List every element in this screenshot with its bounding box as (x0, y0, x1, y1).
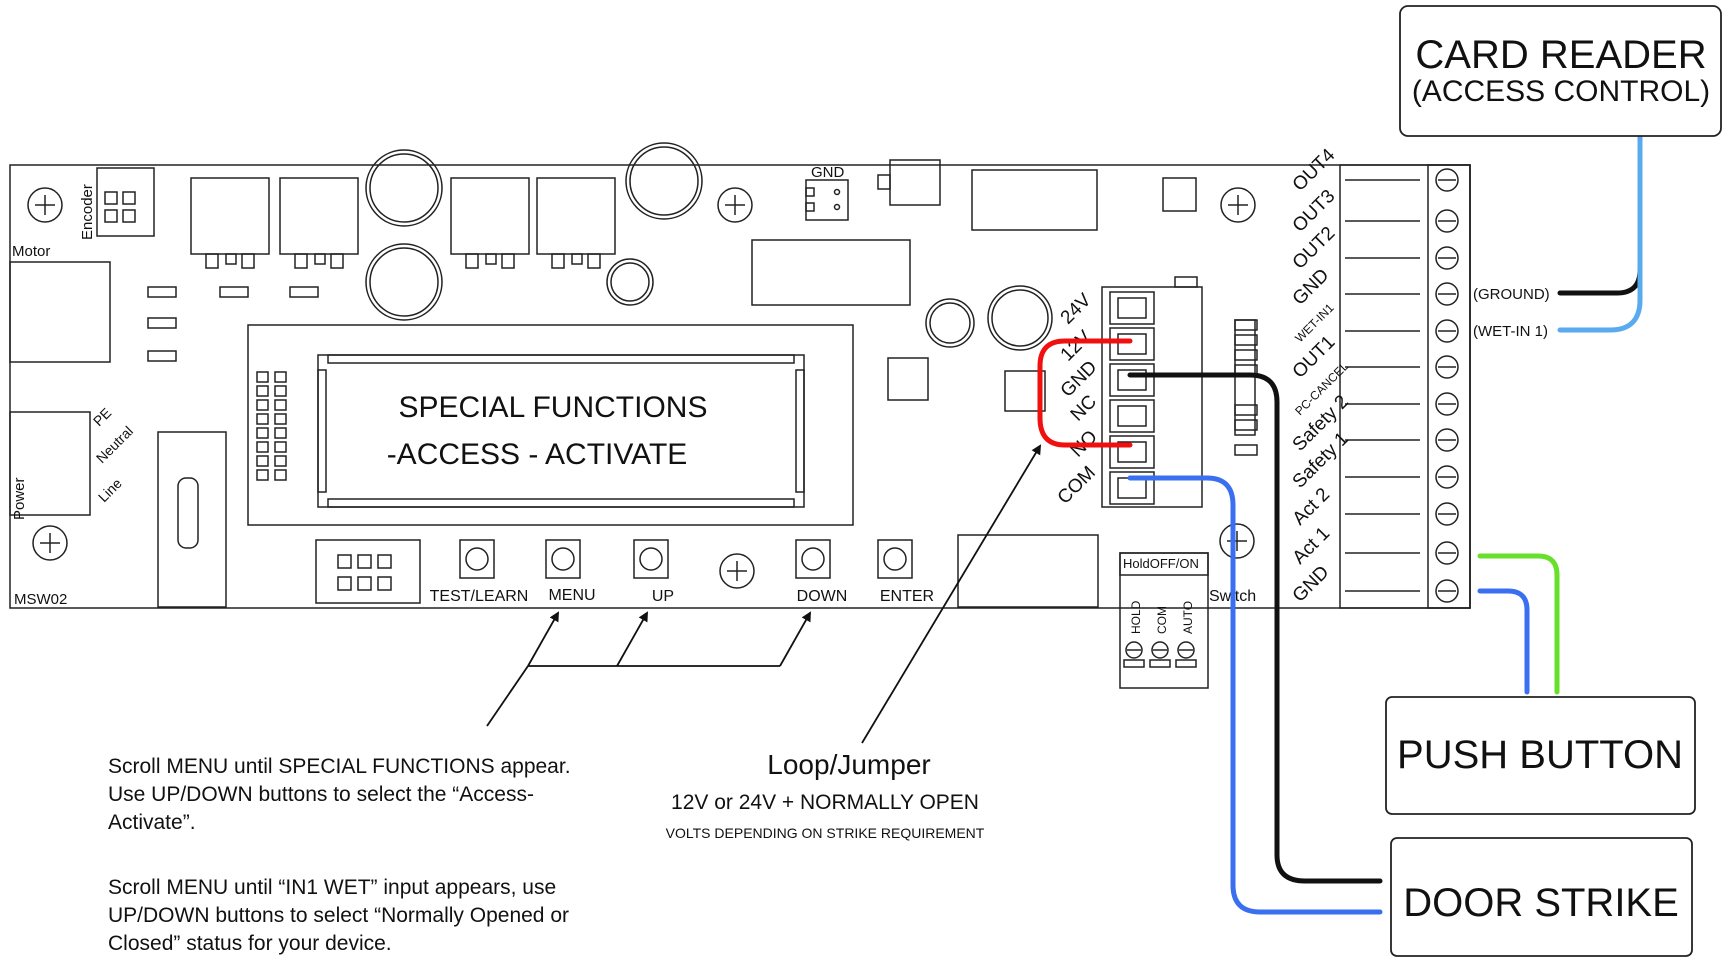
card-reader-subtitle: (ACCESS CONTROL) (1412, 75, 1710, 108)
arrow-to-jumper (861, 444, 1042, 744)
relay-terminal-block (1101, 276, 1203, 508)
black-strike-wire (1127, 372, 1383, 884)
ground-wire-label: (GROUND) (1473, 286, 1550, 303)
wetin-wire-label: (WET-IN 1) (1473, 323, 1548, 340)
terminal-screws (1345, 168, 1459, 603)
loop-jumper-title: Loop/Jumper (767, 749, 930, 780)
wires (1037, 132, 1643, 915)
arrow-to-down (779, 611, 811, 667)
power-switch-housing (157, 431, 227, 608)
encoder-label: Encoder (79, 184, 96, 240)
relay-4 (536, 177, 616, 269)
menu-arrow-leader (486, 665, 529, 727)
button-enter-key (877, 539, 913, 579)
card-reader: CARD READER (ACCESS CONTROL) (1399, 5, 1722, 137)
terminal-screw-11[interactable] (1435, 541, 1459, 565)
loop-jumper-line-2: VOLTS DEPENDING ON STRIKE REQUIREMENT (666, 825, 985, 841)
menu-instruction-1: Scroll MENU until SPECIAL FUNCTIONS appe… (108, 753, 588, 837)
capacitor-6 (987, 285, 1053, 351)
capacitor-5 (925, 298, 975, 348)
screw-bottom-left (32, 525, 68, 561)
terminal-screw-7[interactable] (1435, 392, 1459, 416)
terminal-screw-8[interactable] (1435, 428, 1459, 452)
button-menu-key (545, 539, 581, 579)
terminal-screw-5[interactable] (1435, 319, 1459, 343)
hold-switch (1119, 552, 1209, 689)
terminal-screw-3[interactable] (1435, 246, 1459, 270)
power-terminal (9, 411, 91, 516)
arrow-to-up (616, 611, 648, 667)
capacitor-3 (625, 142, 703, 220)
right-terminal-strip (1339, 164, 1471, 609)
terminal-screw-10[interactable] (1435, 502, 1459, 526)
terminal-screw-2[interactable] (1435, 209, 1459, 233)
button-test-learn-key (459, 539, 495, 579)
lcd-pin-header (256, 371, 287, 481)
push-button-label: PUSH BUTTON (1397, 733, 1683, 777)
relay-3 (450, 177, 530, 269)
gnd-label: GND (811, 164, 845, 181)
menu-instruction-2-text: Scroll MENU until “IN1 WET” input appear… (108, 876, 569, 955)
arrow-to-menu (527, 611, 559, 667)
relay-2 (279, 177, 359, 269)
lightblue-wetin-wire-path (1557, 134, 1643, 333)
menu-instruction-2: Scroll MENU until “IN1 WET” input appear… (108, 874, 608, 958)
model-label: MSW02 (14, 591, 67, 608)
lcd-display (247, 324, 854, 526)
hold-pin-auto: AUTO (1181, 601, 1195, 634)
blue-strike-wire (1127, 475, 1383, 915)
door-strike-device: DOOR STRIKE (1390, 837, 1693, 957)
hold-pin-com: COM (1155, 606, 1169, 634)
led-array (1234, 319, 1258, 456)
screw-top-left (27, 187, 63, 223)
terminal-screw-4[interactable] (1435, 282, 1459, 306)
screw-bottom-right (1219, 523, 1255, 559)
lcd-line-2: -ACCESS - ACTIVATE (387, 438, 688, 471)
lcd-line-1: SPECIAL FUNCTIONS (399, 391, 708, 424)
screw-bottom-mid (719, 553, 755, 589)
screw-top-mid (717, 187, 753, 223)
terminal-screw-12[interactable] (1435, 579, 1459, 603)
relay-1 (190, 177, 270, 269)
loop-jumper-line-1: 12V or 24V + NORMALLY OPEN (671, 791, 979, 814)
terminal-screw-6[interactable] (1435, 355, 1459, 379)
motor-label: Motor (12, 243, 50, 260)
annotation-arrows (486, 444, 1042, 744)
card-reader-title: CARD READER (1415, 33, 1706, 77)
button-down-key (795, 539, 831, 579)
terminal-screw-1[interactable] (1435, 168, 1459, 192)
red-jumper-wire (1037, 338, 1133, 448)
programming-connector (315, 539, 421, 604)
button-label-enter: ENTER (880, 588, 934, 605)
button-label-test-learn: TEST/LEARN (430, 588, 529, 605)
button-label-up: UP (652, 588, 674, 605)
gnd-connector (805, 179, 849, 221)
green-act-wire (1477, 553, 1560, 695)
button-label-down: DOWN (797, 588, 848, 605)
button-label-menu: MENU (548, 587, 595, 604)
control-board (9, 142, 1471, 689)
motor-terminal (9, 261, 111, 363)
encoder-connector (96, 167, 155, 237)
push-button-device: PUSH BUTTON (1385, 696, 1696, 815)
door-strike-label: DOOR STRIKE (1403, 881, 1679, 925)
blue-act-wire (1477, 588, 1530, 695)
capacitor-2 (365, 243, 443, 321)
capacitor-1 (365, 149, 443, 227)
button-up-key (633, 539, 669, 579)
terminal-screw-9[interactable] (1435, 465, 1459, 489)
screw-top-right (1220, 187, 1256, 223)
hold-pin-hold: HOLD (1129, 600, 1143, 634)
capacitor-4 (606, 258, 654, 306)
power-label: Power (11, 477, 28, 520)
hold-header-label: HoldOFF/ON (1123, 556, 1199, 571)
black-ground-wire (1557, 132, 1643, 296)
menu-instruction-1-text: Scroll MENU until SPECIAL FUNCTIONS appe… (108, 755, 571, 834)
